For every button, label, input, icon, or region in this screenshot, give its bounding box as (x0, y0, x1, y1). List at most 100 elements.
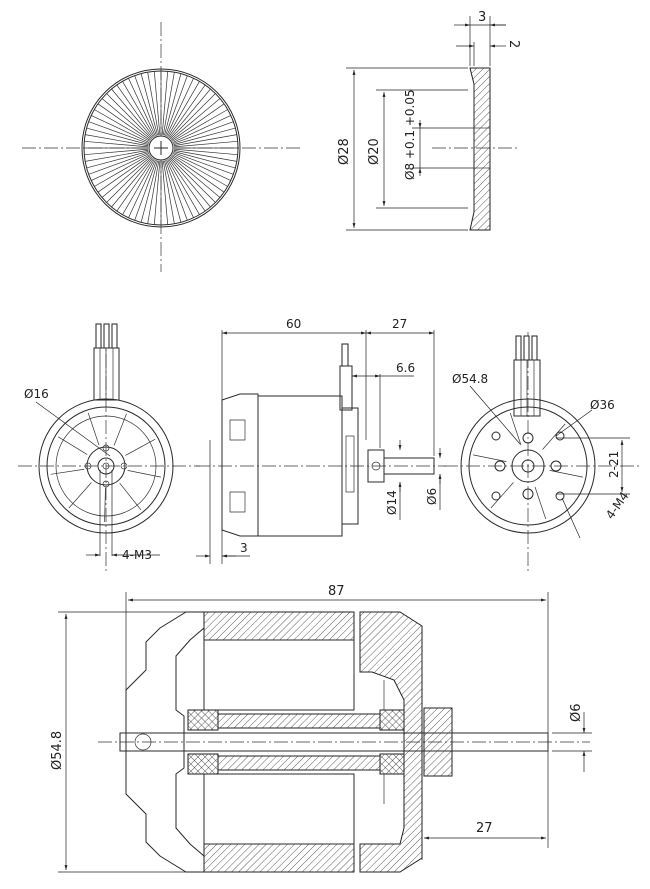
adapter-ray (122, 81, 155, 137)
rear-stator-slots (50, 412, 161, 522)
front-stator-slots (473, 412, 583, 520)
adapter-ray (86, 151, 149, 169)
adapter-ray (111, 157, 153, 208)
label-d6-side: Ø6 (425, 488, 439, 505)
stator-slot-line (125, 438, 156, 456)
adapter-ray (91, 115, 150, 143)
adapter-ray (140, 73, 158, 136)
label-6-6: 6.6 (396, 361, 415, 375)
adapter-ray (111, 88, 153, 139)
adapter-ray (168, 158, 206, 212)
stator-slot-line (509, 412, 522, 446)
adapter-ray (173, 121, 234, 144)
adapter-ray (173, 149, 237, 162)
label-27-section: 27 (476, 821, 493, 836)
adapter-ray (84, 140, 149, 148)
label-d28: Ø28 (337, 138, 352, 165)
stator-slot-line (87, 412, 100, 446)
adapter-ray (134, 75, 157, 136)
propeller-adapter-section-view: 3 2 Ø28 Ø20 Ø8 +0.1 +0.05 (337, 10, 521, 231)
propeller-adapter-front-view (22, 22, 300, 272)
adapter-ray (173, 134, 237, 147)
label-3-side: 3 (240, 541, 248, 555)
adapter-ray (140, 160, 158, 223)
label-3-top: 3 (478, 10, 486, 25)
adapter-ray (122, 159, 155, 215)
label-d54-8-front: Ø54.8 (452, 372, 488, 386)
adapter-ray (153, 71, 161, 136)
adapter-ray (170, 156, 221, 198)
adapter-ray (165, 160, 188, 221)
stator-slot-line (58, 436, 88, 455)
adapter-ray (85, 134, 149, 147)
adapter-ray (162, 72, 175, 136)
label-d20: Ø20 (367, 138, 382, 165)
adapter-ray (171, 103, 225, 141)
stator-slot-line (542, 423, 566, 450)
label-27-side: 27 (392, 317, 407, 331)
label-87: 87 (328, 584, 345, 599)
adapter-ray (168, 84, 206, 138)
label-d8-tol: Ø8 +0.1 +0.05 (403, 89, 417, 180)
label-d36: Ø36 (590, 398, 615, 412)
adapter-ray (173, 127, 236, 145)
adapter-ray (169, 157, 211, 208)
adapter-ray (88, 121, 149, 144)
stator-slot-line (119, 482, 142, 511)
adapter-ray (88, 152, 149, 175)
adapter-ray (91, 153, 150, 181)
adapter-ray (164, 160, 182, 223)
adapter-ray (171, 155, 225, 193)
adapter-ray (161, 71, 169, 136)
adapter-ray (134, 160, 157, 221)
label-d54-8-section: Ø54.8 (50, 731, 65, 770)
label-d16: Ø16 (24, 387, 49, 401)
adapter-ray (128, 159, 156, 218)
adapter-ray (172, 115, 231, 143)
adapter-ray (101, 98, 152, 140)
adapter-ray (106, 156, 153, 203)
adapter-ray (166, 78, 194, 137)
label-2-top: 2 (506, 40, 521, 48)
adapter-ray (169, 156, 216, 203)
adapter-ray (173, 140, 238, 148)
adapter-ray (86, 127, 149, 145)
adapter-ray (128, 78, 156, 137)
adapter-ray (164, 73, 182, 136)
adapter-ray (94, 109, 150, 142)
adapter-ray (173, 148, 238, 156)
label-d14: Ø14 (385, 490, 399, 515)
adapter-ray (116, 84, 154, 138)
label-4-m3: 4-M3 (122, 548, 152, 562)
stator-slot-line (473, 454, 507, 462)
stator-slot-line (113, 413, 127, 446)
ray-pattern (84, 71, 238, 225)
stator-slot-line (549, 470, 583, 478)
motor-cross-section-view: 87 Ø54.8 Ø6 27 (50, 584, 592, 873)
adapter-ray (85, 149, 149, 162)
adapter-ray (172, 109, 228, 142)
adapter-ray (84, 148, 149, 156)
motor-rear-view: Ø16 4-M3 (18, 323, 200, 572)
stator-slot-line (534, 486, 547, 520)
adapter-ray (116, 158, 154, 212)
adapter-ray (97, 155, 151, 193)
adapter-ray (173, 151, 236, 169)
label-60: 60 (286, 317, 301, 331)
adapter-ray (97, 103, 151, 141)
adapter-ray (167, 159, 200, 215)
adapter-ray (173, 152, 234, 175)
adapter-ray (94, 154, 150, 187)
label-2-21: 2-21 (607, 451, 621, 478)
adapter-ray (147, 160, 160, 224)
stator-slot-line (50, 468, 85, 475)
adapter-ray (162, 160, 175, 224)
adapter-ray (169, 93, 216, 140)
stator-slot-line (490, 482, 514, 509)
adapter-ray (153, 160, 161, 225)
adapter-ray (172, 154, 228, 187)
motor-side-view: 60 27 6.6 Ø14 Ø6 3 (196, 317, 446, 564)
adapter-ray (161, 160, 169, 225)
label-d6-section: Ø6 (569, 703, 584, 722)
